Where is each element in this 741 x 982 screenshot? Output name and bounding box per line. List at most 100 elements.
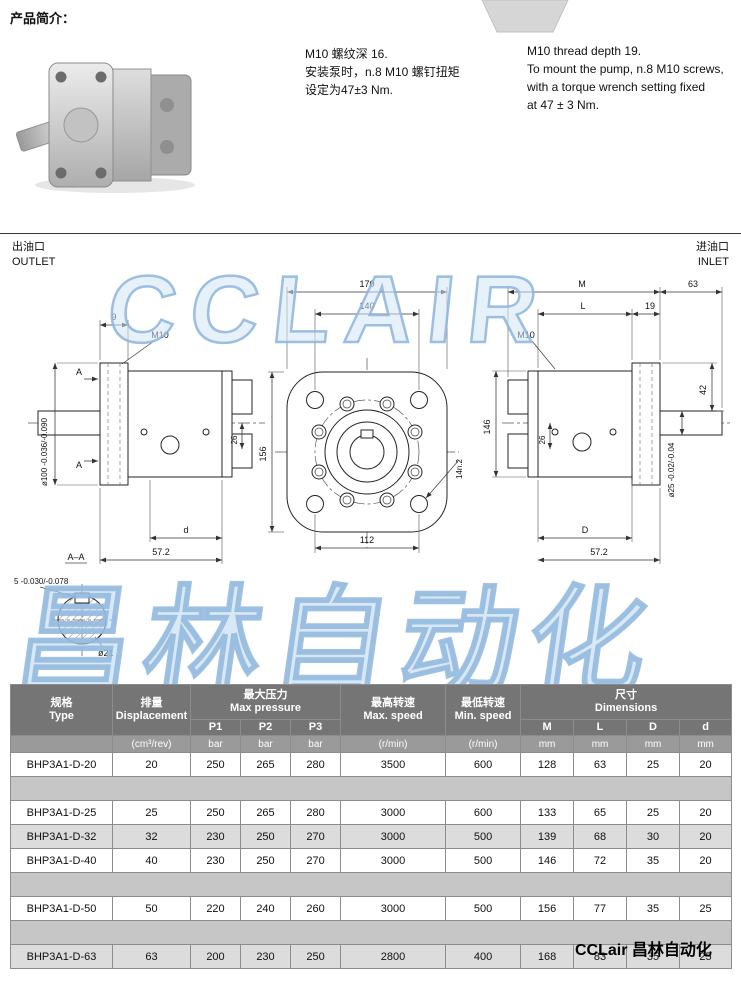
cell-value: 500 bbox=[445, 896, 522, 921]
cell-value: 250 bbox=[240, 824, 291, 849]
cell-value: 83 bbox=[573, 944, 628, 969]
cell-type: BHP3A1-D-25 bbox=[10, 800, 113, 825]
cell-value: 3000 bbox=[340, 824, 447, 849]
dim-42: 42 bbox=[698, 385, 708, 395]
header-en: Max. speed bbox=[363, 710, 423, 722]
rear-port bbox=[160, 98, 174, 112]
note-line: To mount the pump, n.8 M10 screws, bbox=[527, 62, 724, 76]
cell-type: BHP3A1-D-20 bbox=[10, 752, 113, 777]
cell-value: 146 bbox=[520, 848, 575, 873]
left-side-view: 9 M10 A A ø100 -0.036/-0.090 26 d bbox=[28, 312, 265, 564]
right-side-view: M 63 L 19 M10 42 146 bbox=[482, 279, 731, 564]
col-header-m: M bbox=[520, 719, 575, 736]
spacer-cell bbox=[9, 872, 733, 897]
unit-cell: (cm³/rev) bbox=[112, 735, 191, 753]
header-en: Dimensions bbox=[594, 702, 658, 714]
cell-value: 20 bbox=[112, 752, 191, 777]
cell-value: 50 bbox=[112, 896, 191, 921]
cell-type: BHP3A1-D-50 bbox=[10, 896, 113, 921]
note-line: 设定为47±3 Nm. bbox=[305, 83, 393, 97]
dim-112: 112 bbox=[360, 535, 374, 545]
note-line: M10 螺纹深 16. bbox=[305, 47, 388, 61]
dim-key-5: 5 -0.030/-0.078 bbox=[14, 577, 69, 586]
note-line: with a torque wrench setting fixed bbox=[527, 80, 706, 94]
spacer-cell bbox=[9, 776, 733, 801]
cell-value: 2800 bbox=[340, 944, 447, 969]
cell-value: 77 bbox=[573, 896, 628, 921]
cell-value: 600 bbox=[445, 800, 522, 825]
unit-cell: bar bbox=[240, 735, 291, 753]
thread-callout-m10: M10 bbox=[517, 330, 535, 340]
cell-value: 20 bbox=[679, 848, 733, 873]
cell-value: 400 bbox=[445, 944, 522, 969]
inlet-label-cn: 进油口 bbox=[696, 241, 729, 253]
cell-value: 500 bbox=[445, 824, 522, 849]
note-line: at 47 ± 3 Nm. bbox=[527, 98, 599, 112]
dim-156: 156 bbox=[258, 446, 268, 461]
table-spacer-row bbox=[9, 920, 733, 945]
cell-type: BHP3A1-D-63 bbox=[10, 944, 113, 969]
dim-dia21: ø21 bbox=[98, 648, 114, 658]
col-header-p1: P1 bbox=[190, 719, 241, 736]
cell-value: 250 bbox=[289, 944, 342, 969]
cell-value: 72 bbox=[573, 848, 628, 873]
col-header-min-speed: 最低转速 Min. speed bbox=[445, 684, 522, 736]
cell-value: 260 bbox=[289, 896, 342, 921]
col-header-max-speed: 最高转速 Max. speed bbox=[340, 684, 447, 736]
dim-57-2: 57.2 bbox=[152, 547, 170, 557]
header-row-main: 规格 Type 排量 Displacement 最大压力 Max pressur… bbox=[10, 684, 733, 736]
flange-hole bbox=[55, 71, 67, 83]
col-header-p3: P3 bbox=[289, 719, 342, 736]
unit-cell: bar bbox=[190, 735, 241, 753]
cell-value: 500 bbox=[445, 848, 522, 873]
cell-value: 25 bbox=[679, 896, 733, 921]
hexagon-shape bbox=[481, 0, 569, 33]
header-row-units: (cm³/rev) bar bar bar (r/min) (r/min) mm… bbox=[10, 735, 733, 753]
outlet-label-cn: 出油口 bbox=[12, 241, 45, 253]
col-header-max-pressure: 最大压力 Max pressure bbox=[189, 684, 342, 720]
cell-value: 250 bbox=[190, 752, 241, 777]
header-cn: 尺寸 bbox=[615, 689, 638, 701]
cell-value: 35 bbox=[626, 848, 681, 873]
table-spacer-row bbox=[9, 776, 733, 801]
dim-M: M bbox=[578, 279, 586, 289]
cell-value: 3000 bbox=[340, 848, 447, 873]
header-cn: 规格 bbox=[50, 697, 73, 709]
cell-value: 63 bbox=[573, 752, 628, 777]
dim-14n2: 14n.2 bbox=[455, 458, 464, 479]
cell-value: 220 bbox=[190, 896, 241, 921]
cell-value: 265 bbox=[240, 800, 291, 825]
dim-146: 146 bbox=[482, 419, 492, 434]
note-line: M10 thread depth 19. bbox=[527, 44, 642, 58]
cell-value: 3500 bbox=[340, 752, 447, 777]
pump-body bbox=[106, 68, 152, 182]
dim-L: L bbox=[580, 301, 585, 311]
cell-value: 35 bbox=[626, 896, 681, 921]
cell-value: 250 bbox=[190, 800, 241, 825]
cell-value: 600 bbox=[445, 752, 522, 777]
dim-19: 19 bbox=[645, 301, 655, 311]
unit-cell: mm bbox=[520, 735, 575, 753]
spec-table: 规格 Type 排量 Displacement 最大压力 Max pressur… bbox=[9, 684, 733, 969]
cell-value: 3000 bbox=[340, 896, 447, 921]
hexagon-logo bbox=[481, 0, 569, 33]
cell-value: 250 bbox=[240, 848, 291, 873]
cell-value: 40 bbox=[112, 848, 191, 873]
cell-value: 32 bbox=[112, 824, 191, 849]
dim-d: d bbox=[183, 525, 188, 535]
product-photo bbox=[15, 62, 195, 193]
col-header-d-low: d bbox=[679, 719, 733, 736]
cell-value: 265 bbox=[240, 752, 291, 777]
cell-value: 133 bbox=[520, 800, 575, 825]
cell-value: 25 bbox=[112, 800, 191, 825]
dim-D: D bbox=[582, 525, 589, 535]
cell-value: 230 bbox=[190, 824, 241, 849]
dim-26: 26 bbox=[538, 435, 547, 444]
note-line: 安装泵时，n.8 M10 螺钉扭矩 bbox=[305, 65, 460, 79]
